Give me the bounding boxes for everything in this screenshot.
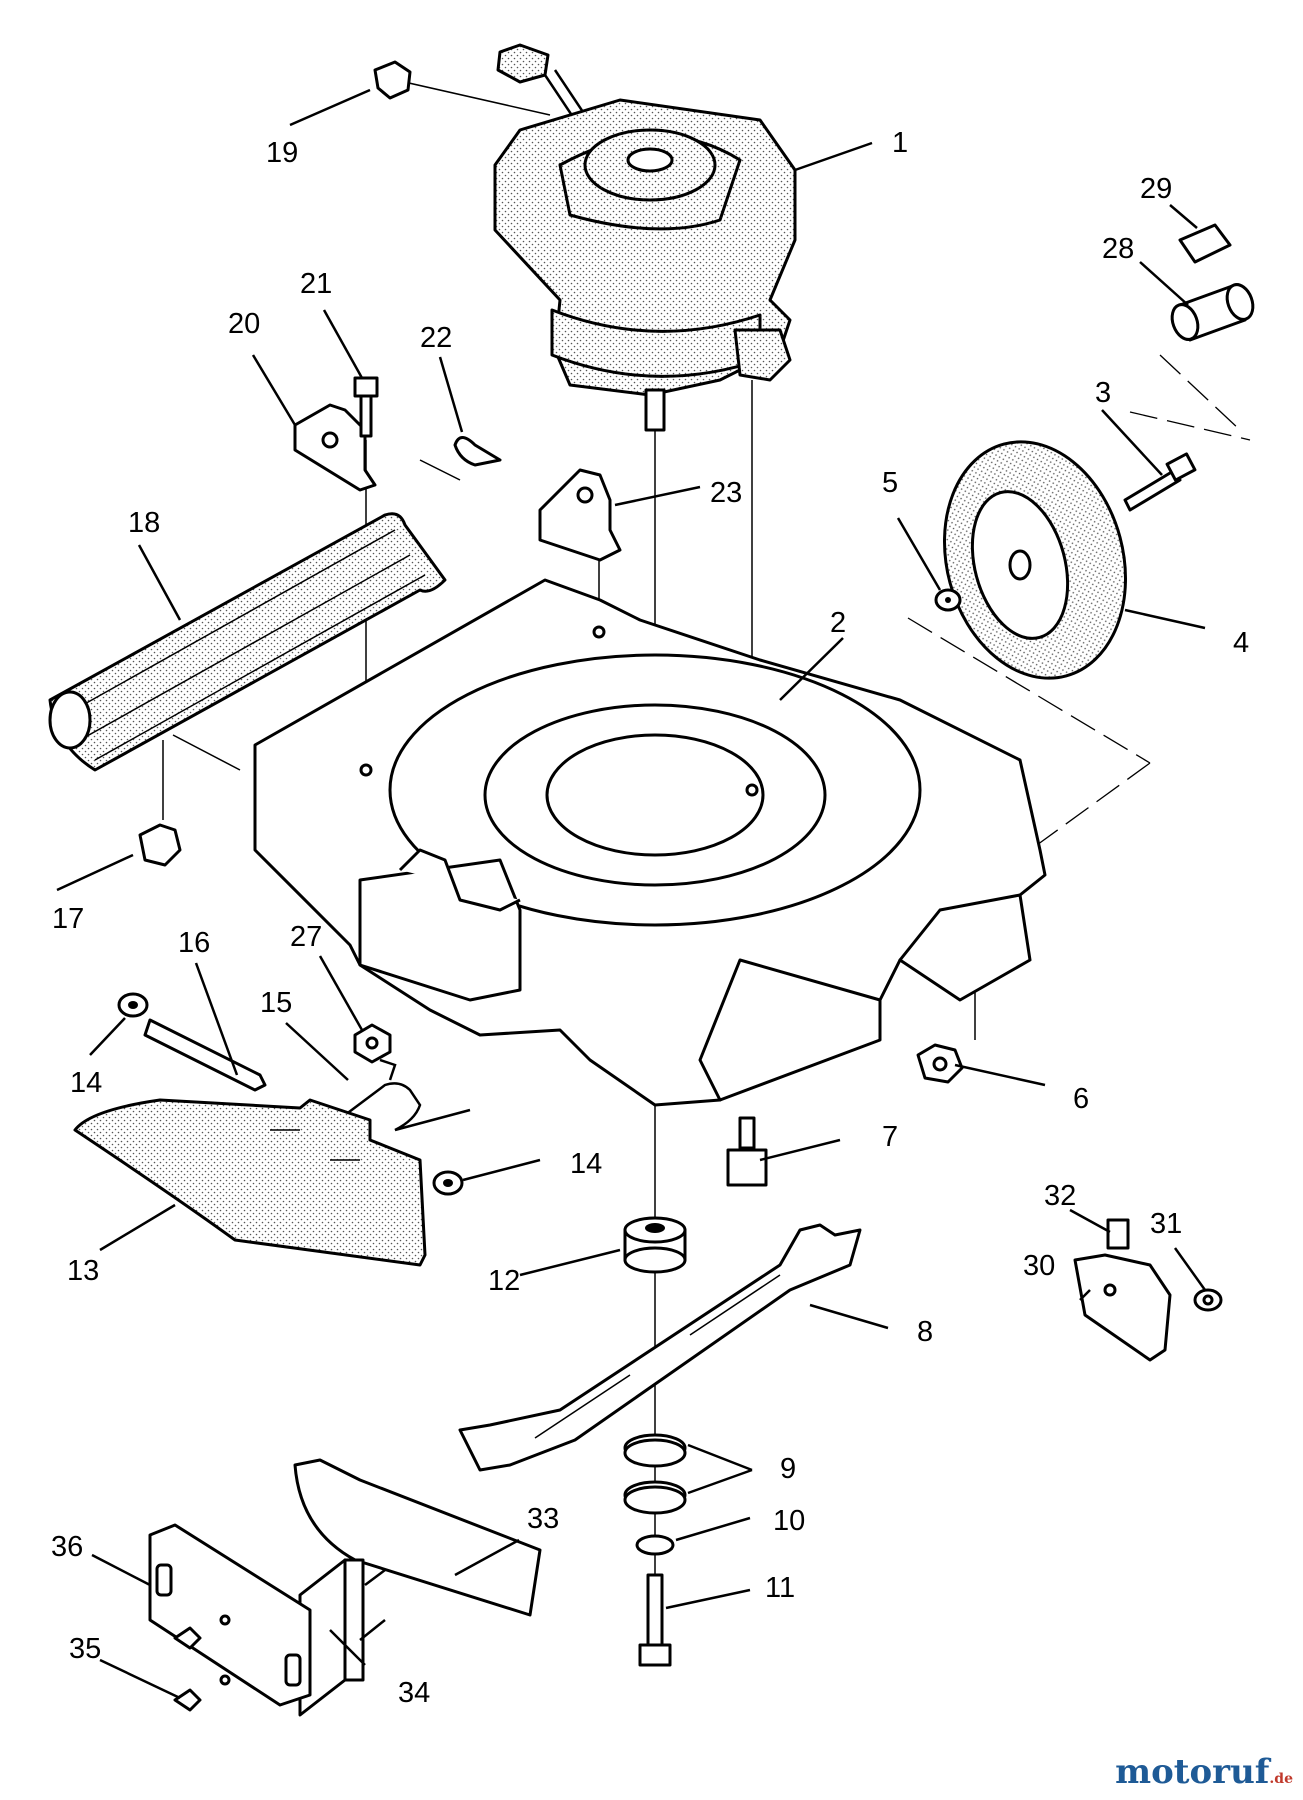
watermark-logo: motoruf.de xyxy=(1115,1752,1293,1792)
bushing-14a-part xyxy=(117,992,149,1018)
nut-31-part xyxy=(1193,1288,1223,1312)
callout-29: 29 xyxy=(1140,173,1172,205)
callout-23: 23 xyxy=(710,477,742,509)
deck-part xyxy=(253,578,1047,1107)
hinge-rod-18-part xyxy=(48,512,447,772)
callout-32: 32 xyxy=(1044,1180,1076,1212)
rod-16-part xyxy=(143,1018,267,1092)
height-adjuster-30-part xyxy=(1073,1253,1172,1362)
callout-10: 10 xyxy=(773,1505,805,1537)
callout-5: 5 xyxy=(882,467,898,499)
cap-29-part xyxy=(1178,223,1232,264)
clip-19-part xyxy=(373,60,412,100)
callout-3: 3 xyxy=(1095,377,1111,409)
callout-18: 18 xyxy=(128,507,160,539)
callout-17: 17 xyxy=(52,903,84,935)
nut-6-part xyxy=(916,1043,964,1084)
mulch-plate-33-part xyxy=(293,1458,542,1617)
callout-8: 8 xyxy=(917,1316,933,1348)
callout-12: 12 xyxy=(488,1265,520,1297)
callout-6: 6 xyxy=(1073,1083,1089,1115)
bolt-3-part xyxy=(1123,452,1197,512)
callout-19: 19 xyxy=(266,137,298,169)
bracket-34-part xyxy=(298,1558,386,1717)
washers-9-part xyxy=(623,1433,687,1515)
spring-15-part xyxy=(344,1058,471,1132)
rear-flap-13-part xyxy=(73,1098,427,1267)
callout-31: 31 xyxy=(1150,1208,1182,1240)
callout-35: 35 xyxy=(69,1633,101,1665)
washer-5-part xyxy=(934,588,962,612)
callout-21: 21 xyxy=(300,268,332,300)
bushing-28-part xyxy=(1170,283,1255,342)
engine-part xyxy=(493,43,797,432)
watermark-tld: .de xyxy=(1269,1771,1293,1787)
callout-9: 9 xyxy=(780,1453,796,1485)
callout-11: 11 xyxy=(765,1572,795,1604)
pin-22-part xyxy=(453,436,502,467)
callout-34: 34 xyxy=(398,1677,430,1709)
bolt-21-part xyxy=(353,376,379,438)
clip-17-part xyxy=(138,823,182,867)
bushing-14b-part xyxy=(432,1170,464,1196)
washer-10-part xyxy=(635,1534,675,1556)
callout-33: 33 xyxy=(527,1503,559,1535)
callout-1: 1 xyxy=(892,127,908,159)
callout-36: 36 xyxy=(51,1531,83,1563)
wing-nut-35a-part xyxy=(173,1626,202,1650)
callout-14b: 14 xyxy=(570,1148,602,1180)
wheel-4-part xyxy=(943,440,1127,680)
callout-13: 13 xyxy=(67,1255,99,1287)
adapter-12-part xyxy=(623,1216,687,1274)
bracket-20-part xyxy=(293,403,377,492)
blade-8-part xyxy=(458,1223,862,1472)
callout-30: 30 xyxy=(1023,1250,1055,1282)
callout-16: 16 xyxy=(178,927,210,959)
leader-lines xyxy=(56,88,1207,1700)
callout-2: 2 xyxy=(830,607,846,639)
wing-nut-35b-part xyxy=(173,1688,202,1712)
callout-20: 20 xyxy=(228,308,260,340)
watermark-brand: motoruf xyxy=(1115,1752,1270,1792)
callout-22: 22 xyxy=(420,322,452,354)
callout-7: 7 xyxy=(882,1121,898,1153)
callout-14a: 14 xyxy=(70,1067,102,1099)
bolt-7-part xyxy=(726,1116,768,1187)
callout-15: 15 xyxy=(260,987,292,1019)
bracket-23-part xyxy=(538,468,622,562)
callout-28: 28 xyxy=(1102,233,1134,265)
callout-27: 27 xyxy=(290,921,322,953)
callout-labels: 1 2 3 4 5 6 7 8 9 10 11 12 13 14 14 15 1… xyxy=(51,127,1249,1709)
nut-27-part xyxy=(353,1023,392,1064)
cover-plate-36-part xyxy=(148,1523,312,1707)
bolt-11-part xyxy=(638,1573,672,1667)
callout-4: 4 xyxy=(1233,627,1249,659)
lever-32-part xyxy=(1106,1218,1130,1250)
